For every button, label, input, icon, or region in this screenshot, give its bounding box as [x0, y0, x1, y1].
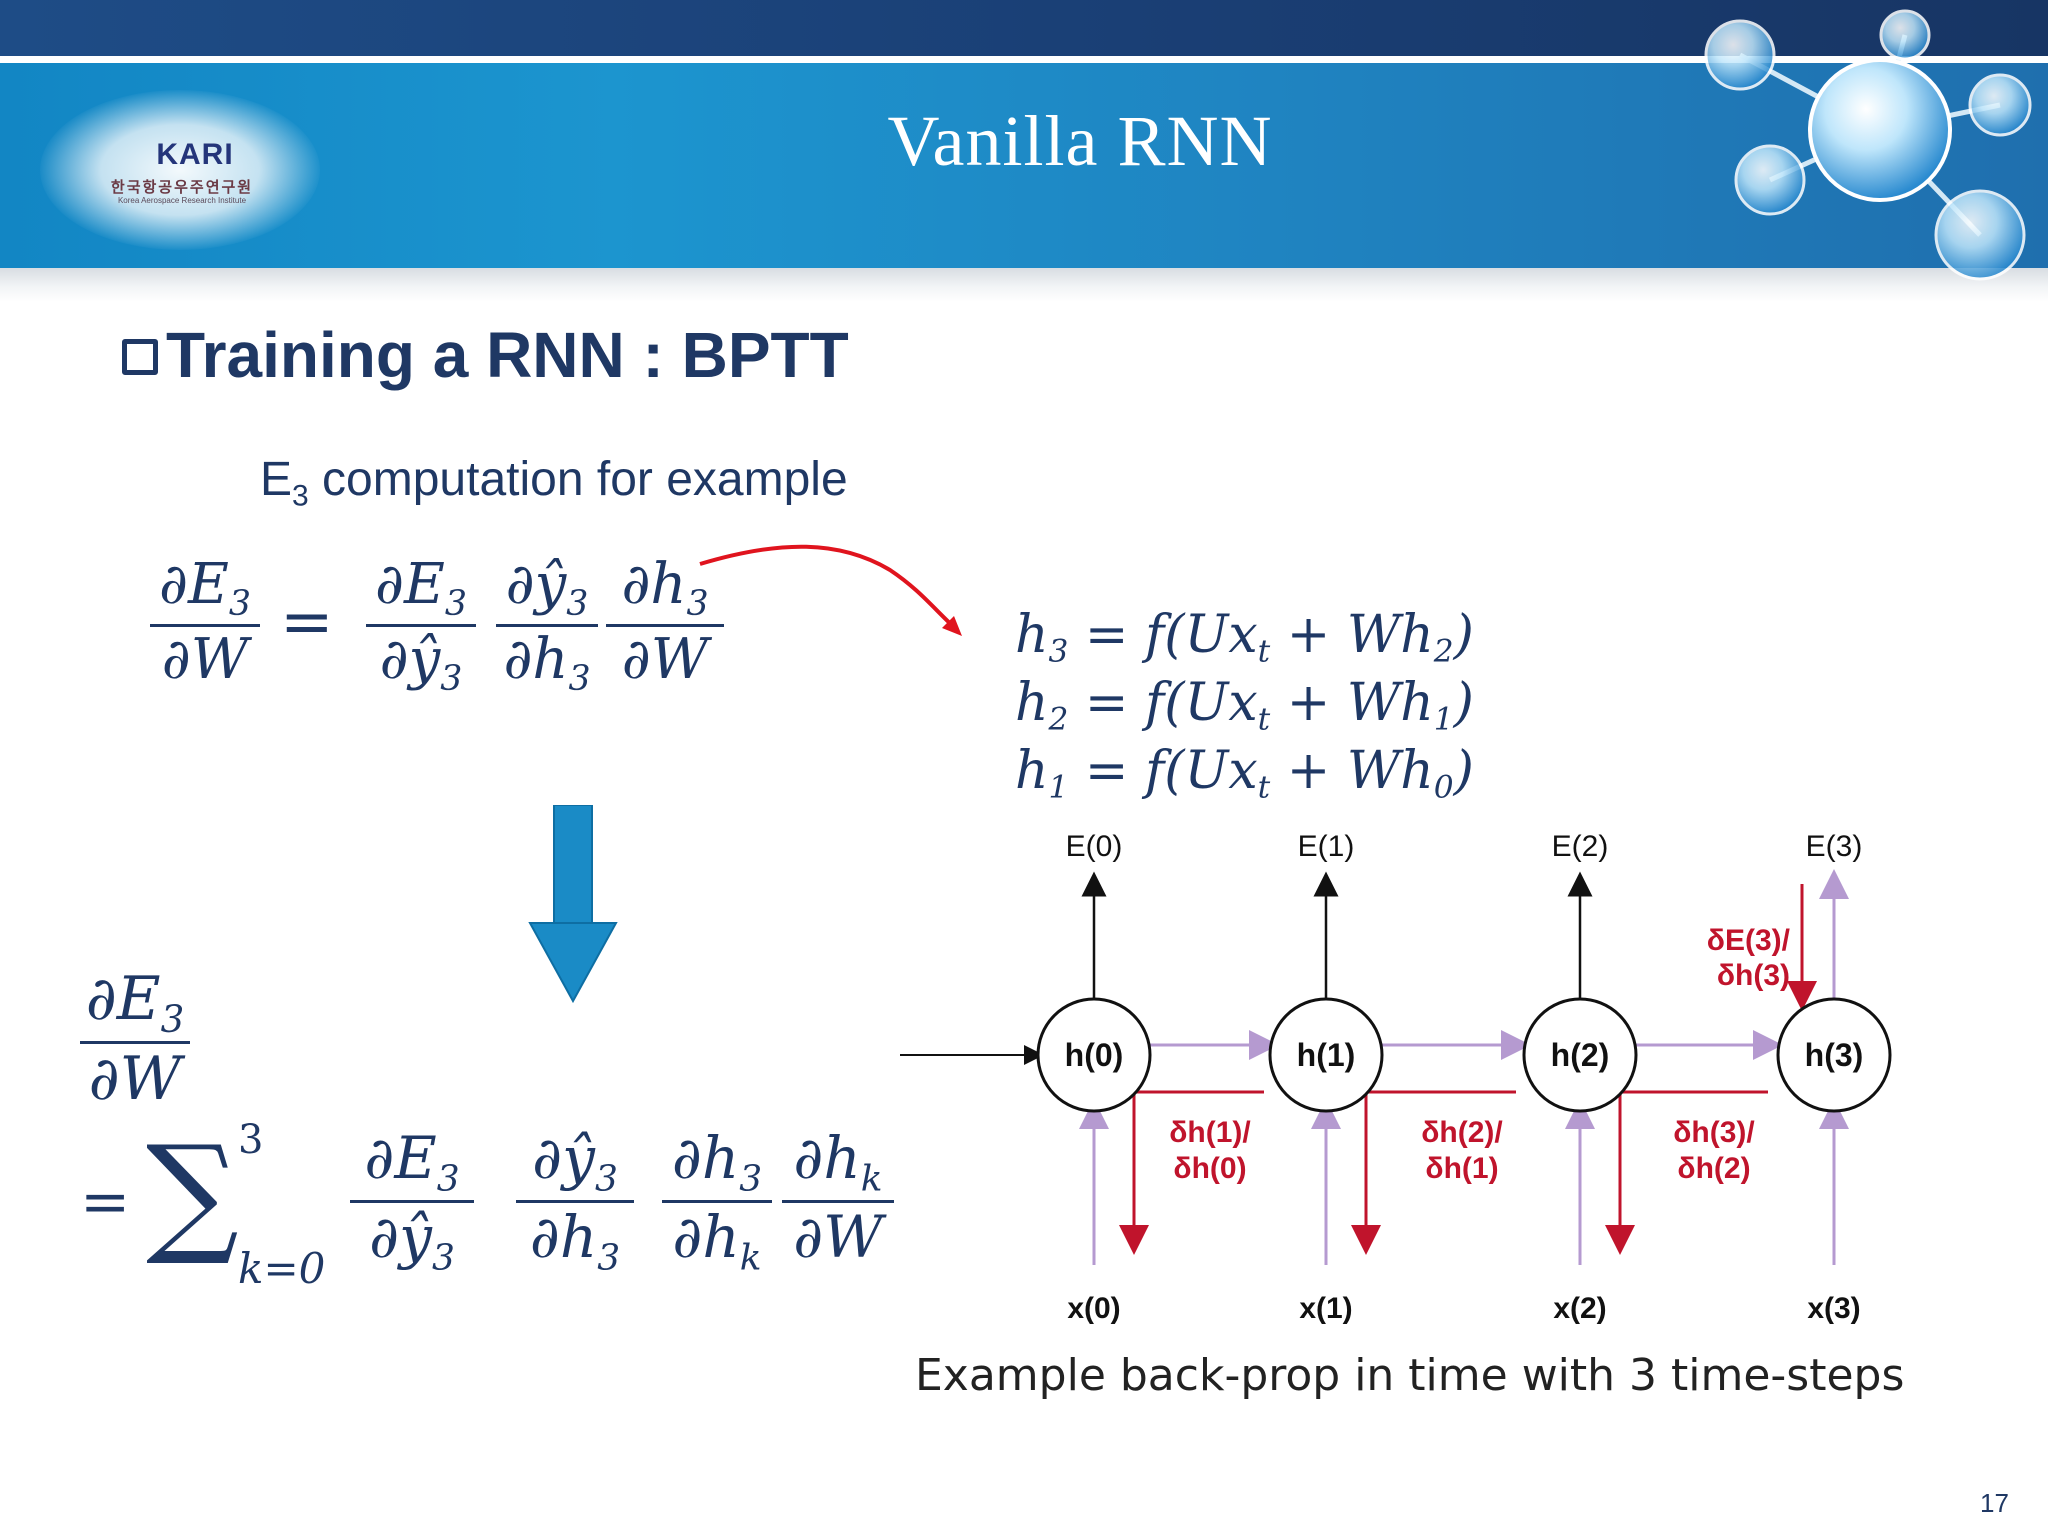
down-arrow-icon: [528, 805, 618, 1004]
error-label-3: E(3): [1806, 830, 1863, 863]
error-label-0: E(0): [1066, 830, 1123, 863]
kari-logo-tagline: Korea Aerospace Research Institute: [117, 196, 247, 205]
fraction-bar: [496, 624, 598, 628]
sum-symbol: ∑: [146, 1117, 239, 1269]
sum-upper-limit: 3: [238, 1117, 264, 1163]
section-heading-text: Training a RNN : BPTT: [166, 319, 849, 391]
logo-glow: [40, 90, 320, 250]
fraction-bar: [366, 624, 476, 628]
bptt-diagram: h(0) h(1) h(2) h(3) E(0) E(1) E(2) E(3) …: [900, 830, 1892, 1325]
grad-label-2-line-2: δh(2): [1677, 1152, 1750, 1185]
eq2-term-4: ∂hk ∂W: [782, 1124, 894, 1271]
fraction-bar: [516, 1199, 634, 1203]
recurrence-line-3: h1 = f(Uxt + Wh0): [1015, 741, 1474, 806]
red-curve-path: [699, 544, 957, 630]
subtitle-rest: computation for example: [308, 453, 848, 506]
kari-logo-korean: 한국항공우주연구원: [110, 179, 254, 196]
eq1-term-2: ∂ŷ3 ∂h3: [496, 552, 598, 699]
input-label-1: x(1): [1299, 1292, 1352, 1325]
input-label-2: x(2): [1553, 1292, 1606, 1325]
fraction-bar: [150, 624, 260, 628]
hidden-label-2: h(2): [1551, 1037, 1610, 1073]
fraction-bar: [350, 1199, 474, 1203]
eq1-term-1: ∂E3 ∂ŷ3: [366, 552, 476, 699]
example-subtitle: E3 computation for example: [260, 452, 848, 514]
eq1-lhs-fraction: ∂E3 ∂W: [150, 552, 260, 692]
eq2-equals: =: [80, 1167, 131, 1237]
slide-title: Vanilla RNN: [887, 101, 1273, 181]
hidden-node-2: h(2): [1522, 997, 1638, 1113]
red-curve-arrowhead: [942, 616, 962, 636]
hidden-node-1: h(1): [1268, 997, 1384, 1113]
page-number: 17: [1980, 1488, 2009, 1518]
eq2-term-1: ∂E3 ∂ŷ3: [350, 1124, 474, 1278]
eq2-term-3: ∂h3 ∂hk: [662, 1124, 772, 1278]
recurrence-line-1: h3 = f(Uxt + Wh2): [1015, 605, 1474, 670]
eq1-term-3: ∂h3 ∂W: [606, 552, 724, 692]
eq2-term-2: ∂ŷ3 ∂h3: [516, 1124, 634, 1278]
grad-top-line-2: δh(3): [1717, 959, 1790, 992]
fraction-bar: [80, 1041, 190, 1045]
hidden-node-0: h(0): [1036, 997, 1152, 1113]
input-label-3: x(3): [1807, 1292, 1860, 1325]
header-divider: [0, 56, 2048, 63]
header-shadow: [0, 268, 2048, 302]
eq1-equals: =: [280, 585, 334, 659]
hidden-node-3: h(3): [1776, 997, 1892, 1113]
grad-label-0-line-2: δh(0): [1173, 1152, 1246, 1185]
subtitle-sub: 3: [292, 479, 309, 513]
eq2-lhs-fraction: ∂E3 ∂W: [80, 964, 190, 1114]
recurrence-line-2: h2 = f(Uxt + Wh1): [1015, 673, 1474, 738]
sum-lower-limit: k=0: [238, 1244, 326, 1293]
error-label-2: E(2): [1552, 830, 1609, 863]
input-label-0: x(0): [1067, 1292, 1120, 1325]
red-curve-arrow: [699, 544, 962, 636]
grad-label-2-line-1: δh(3)/: [1673, 1116, 1755, 1149]
fraction-bar: [662, 1199, 772, 1203]
hidden-label-3: h(3): [1805, 1037, 1864, 1073]
fraction-bar: [782, 1199, 894, 1203]
diagram-caption: Example back-prop in time with 3 time-st…: [915, 1350, 1905, 1401]
grad-label-0-line-1: δh(1)/: [1169, 1116, 1251, 1149]
grad-label-1-line-1: δh(2)/: [1421, 1116, 1503, 1149]
kari-logo: KARI: [156, 138, 234, 171]
hidden-label-0: h(0): [1065, 1037, 1124, 1073]
error-label-1: E(1): [1298, 830, 1355, 863]
checkbox-bullet-icon: [122, 339, 158, 375]
satellite-orbs-graphic: [1704, 9, 2032, 281]
section-heading: Training a RNN : BPTT: [122, 318, 849, 392]
hidden-label-1: h(1): [1297, 1037, 1356, 1073]
grad-top-line-1: δE(3)/: [1707, 924, 1791, 957]
fraction-bar: [606, 624, 724, 628]
grad-label-1-line-2: δh(1): [1425, 1152, 1498, 1185]
header-banner: [0, 63, 2048, 268]
subtitle-e: E: [260, 453, 293, 506]
